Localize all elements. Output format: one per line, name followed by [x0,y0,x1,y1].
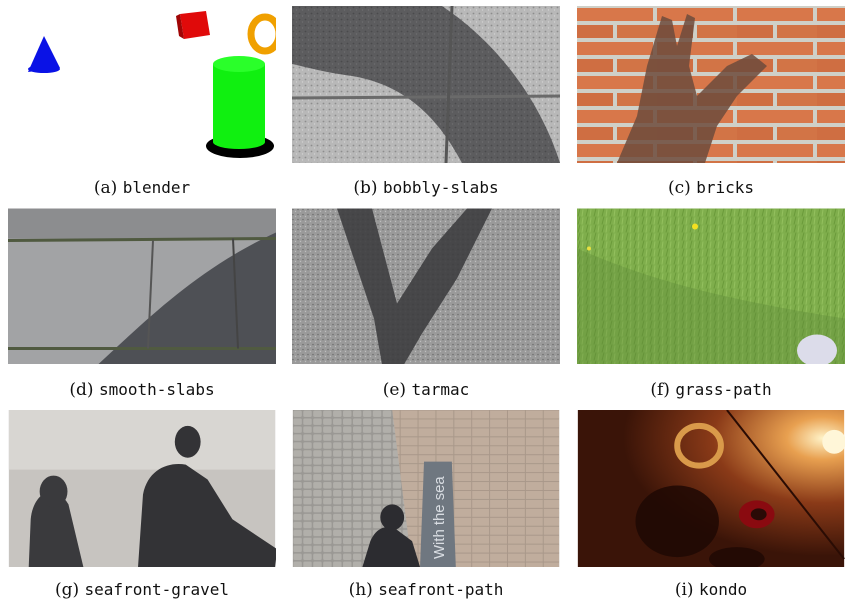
caption-kondo: (i) kondo [674,580,748,600]
person-shadow [362,526,421,567]
shadow [292,6,560,163]
seafront-gravel-image [8,410,276,568]
bricks-image [577,6,845,163]
caption-tarmac: (e) tarmac [382,380,470,400]
adult-shadow [138,464,276,567]
plaque [420,461,456,567]
caption-smooth-slabs: (d) smooth-slabs [69,380,215,400]
seafront-path-image: With the sea [292,410,560,568]
green-cylinder [213,64,265,142]
caption-grass-path: (f) grass-path [650,380,772,400]
smooth-slabs-image [8,208,276,364]
caption-seafront-gravel: (g) seafront-gravel [54,580,230,600]
tape-roll-clear [674,422,724,469]
child-shadow [28,491,84,567]
shadow [98,232,276,364]
orange-ring [247,13,276,55]
red-cube [180,11,210,39]
caption-bobbly-slabs: (b) bobbly-slabs [353,178,499,198]
blender-render [8,6,276,163]
bobbly-slabs-image [292,6,560,163]
kondo-image [577,410,845,568]
caption-blender: (a) blender [93,178,191,198]
ball [797,334,837,364]
hand-shadow [617,14,767,163]
ring-shadow [635,485,719,558]
grass-path-image [577,208,845,364]
tarmac-image [292,208,560,364]
caption-bricks: (c) bricks [668,178,754,198]
blue-cone [28,36,60,72]
plaque-text: With the sea [432,476,448,559]
blender-image [8,6,276,163]
caption-seafront-path: (h) seafront-path [348,580,504,600]
legs-shadow [337,208,492,364]
